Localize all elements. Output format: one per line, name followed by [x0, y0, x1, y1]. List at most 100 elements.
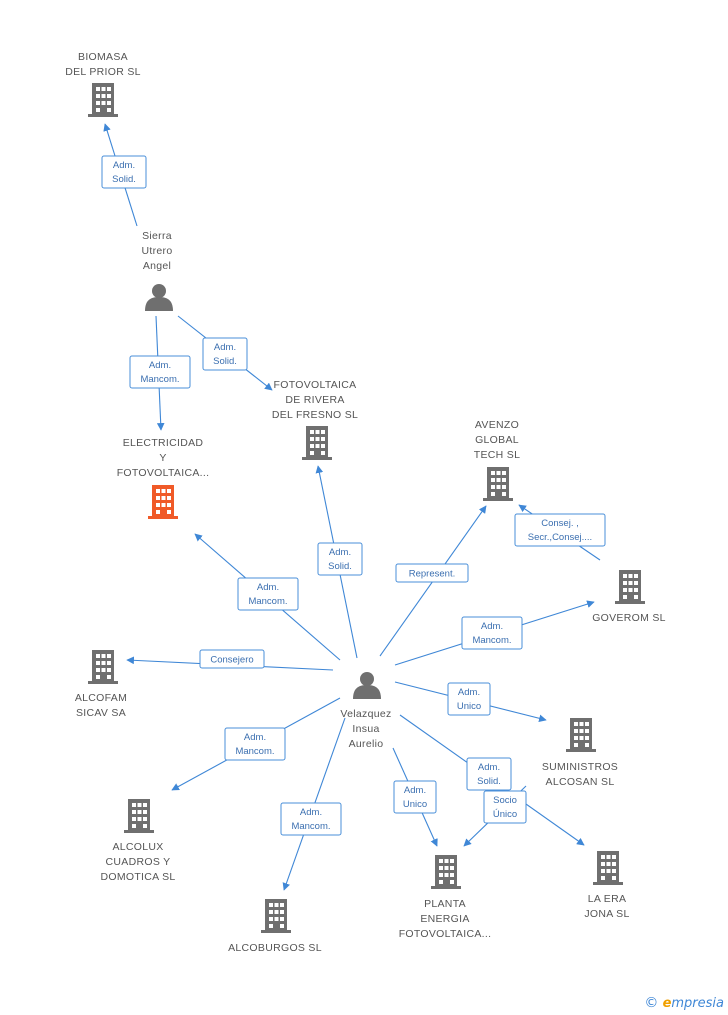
node-label: Angel [143, 260, 171, 272]
edge-label-box [280, 802, 342, 836]
edge-label-text: Mancom. [140, 374, 179, 385]
edge-label-box [202, 337, 248, 371]
node-label: LA ERA [588, 893, 627, 905]
nodes-layer: BIOMASA DEL PRIOR SL SierraUtreroAngelELEC… [65, 51, 666, 954]
edge-label-text: Solid. [112, 174, 136, 185]
edge-label-box [514, 513, 606, 547]
edge-label-box [224, 727, 286, 761]
edges-layer [103, 123, 601, 891]
edge-label-e5[interactable]: Adm.Mancom. [237, 577, 299, 611]
edge-label-text: Adm. [113, 160, 135, 171]
building-icon [88, 650, 118, 684]
building-icon [593, 851, 623, 885]
edge-label-text: Solid. [328, 561, 352, 572]
company-node-la_era[interactable]: LA ERA JONA SL [584, 851, 629, 920]
empresia-logo[interactable]: © empresia [644, 995, 724, 1011]
edge-label-text: Mancom. [291, 821, 330, 832]
edge-label-text: Adm. [478, 762, 500, 773]
node-label: SICAV SA [76, 707, 126, 719]
edge-label-text: Unico [457, 701, 481, 712]
edge-label-text: Adm. [244, 732, 266, 743]
edge-label-box [483, 790, 527, 824]
company-node-goverom[interactable]: GOVEROM SL [592, 570, 666, 624]
edge-label-text: Adm. [481, 621, 503, 632]
building-icon [302, 426, 332, 460]
edge-label-e8[interactable]: Adm.Mancom. [461, 616, 523, 650]
person-icon [353, 672, 381, 699]
node-label: DE RIVERA [285, 394, 344, 406]
company-node-planta[interactable]: PLANTAENERGIAFOTOVOLTAICA... [399, 855, 492, 940]
edge-label-e6[interactable]: Represent. [395, 563, 469, 583]
building-icon [431, 855, 461, 889]
person-icon [145, 284, 173, 311]
company-node-alcofam[interactable]: ALCOFAM SICAV SA [75, 650, 127, 719]
edge-label-text: Consej. , [541, 518, 579, 529]
node-label: ALCOFAM [75, 692, 127, 704]
edge-label-box [101, 155, 147, 189]
edge-labels-layer: Adm. Solid. Adm. Mancom. Adm. Solid. Adm. Solid… [101, 155, 606, 836]
building-icon [566, 718, 596, 752]
node-label: Utrero [142, 245, 173, 257]
node-label: AVENZO [475, 419, 519, 431]
node-label: ALCOSAN SL [546, 776, 615, 788]
company-node-alcoburgos[interactable]: ALCOBURGOS SL [228, 899, 322, 954]
edge-label-e10[interactable]: Adm.Unico [447, 682, 491, 716]
building-icon [615, 570, 645, 604]
edge-label-e7[interactable]: Consej. , Secr.,Consej.... [514, 513, 606, 547]
node-label: FOTOVOLTAICA... [399, 928, 492, 940]
edge-label-text: Solid. [477, 776, 501, 787]
node-label: FOTOVOLTAICA... [117, 467, 210, 479]
edge-label-e9[interactable]: Consejero [199, 649, 265, 669]
edge-label-text: Secr.,Consej.... [528, 532, 592, 543]
building-icon [483, 467, 513, 501]
node-label: Insua [352, 723, 379, 735]
edge-label-e12[interactable]: Adm.Mancom. [280, 802, 342, 836]
node-label: CUADROS Y [106, 856, 171, 868]
edge-label-e2[interactable]: Adm. Mancom. [129, 355, 191, 389]
edge-label-text: Socio [493, 795, 517, 806]
node-label: Sierra [142, 230, 172, 242]
node-label: GLOBAL [475, 434, 519, 446]
company-node-electricidad[interactable]: ELECTRICIDAD Y FOTOVOLTAICA... [117, 437, 210, 519]
edge-label-e14[interactable]: Adm. Solid. [466, 757, 512, 791]
node-label: Aurelio [349, 738, 384, 750]
edge-label-box [317, 542, 363, 576]
edge-label-text: Mancom. [248, 596, 287, 607]
node-label: JONA SL [584, 908, 629, 920]
edge-label-text: Adm. [404, 785, 426, 796]
edge-label-box [129, 355, 191, 389]
edge-label-text: Consejero [210, 655, 253, 666]
edge-label-box [466, 757, 512, 791]
edge-label-text: Represent. [409, 569, 455, 580]
edge-label-e4[interactable]: Adm. Solid. [317, 542, 363, 576]
edge-label-e13[interactable]: Adm.Unico [393, 780, 437, 814]
edge-label-e3[interactable]: Adm.Solid. [202, 337, 248, 371]
node-label: ELECTRICIDAD [123, 437, 204, 449]
node-label: Velazquez [340, 708, 391, 720]
building-icon [261, 899, 291, 933]
edge-label-box [447, 682, 491, 716]
node-label: Y [159, 452, 166, 464]
node-label: DEL PRIOR SL [65, 66, 141, 78]
company-node-biomasa[interactable]: BIOMASA DEL PRIOR SL [65, 51, 141, 117]
brand-name: mpresia [671, 996, 724, 1011]
edge-label-e11[interactable]: Adm.Mancom. [224, 727, 286, 761]
edge-label-box [461, 616, 523, 650]
node-label: BIOMASA [78, 51, 128, 63]
node-label: GOVEROM SL [592, 612, 666, 624]
brand-e: e [662, 996, 672, 1011]
edge-label-box [199, 649, 265, 669]
edge-label-e1[interactable]: Adm. Solid. [101, 155, 147, 189]
node-label: ENERGIA [420, 913, 469, 925]
edge-label-text: Adm. [149, 360, 171, 371]
edge-label-text: Único [493, 809, 517, 820]
edge-label-text: Adm. [329, 547, 351, 558]
edge-label-box [393, 780, 437, 814]
